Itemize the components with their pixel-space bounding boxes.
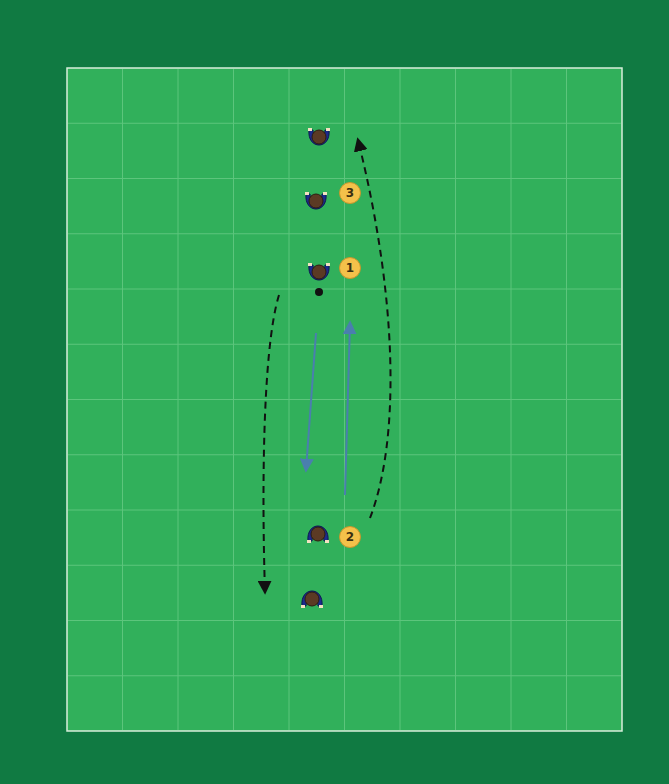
pass-arrow [345,323,350,495]
callout-number: 1 [339,257,361,279]
ball [315,288,323,296]
pitch-grid [68,69,621,730]
pitch [67,68,622,731]
callout-number: 2 [339,526,361,548]
run-arrow [263,295,279,592]
callout-text: 2 [346,531,354,543]
run-arrow [358,140,391,518]
callout-text: 1 [346,262,354,274]
player-icons [301,128,330,608]
pass-arrow [306,333,316,470]
callout-number: 3 [339,182,361,204]
callout-text: 3 [346,187,354,199]
